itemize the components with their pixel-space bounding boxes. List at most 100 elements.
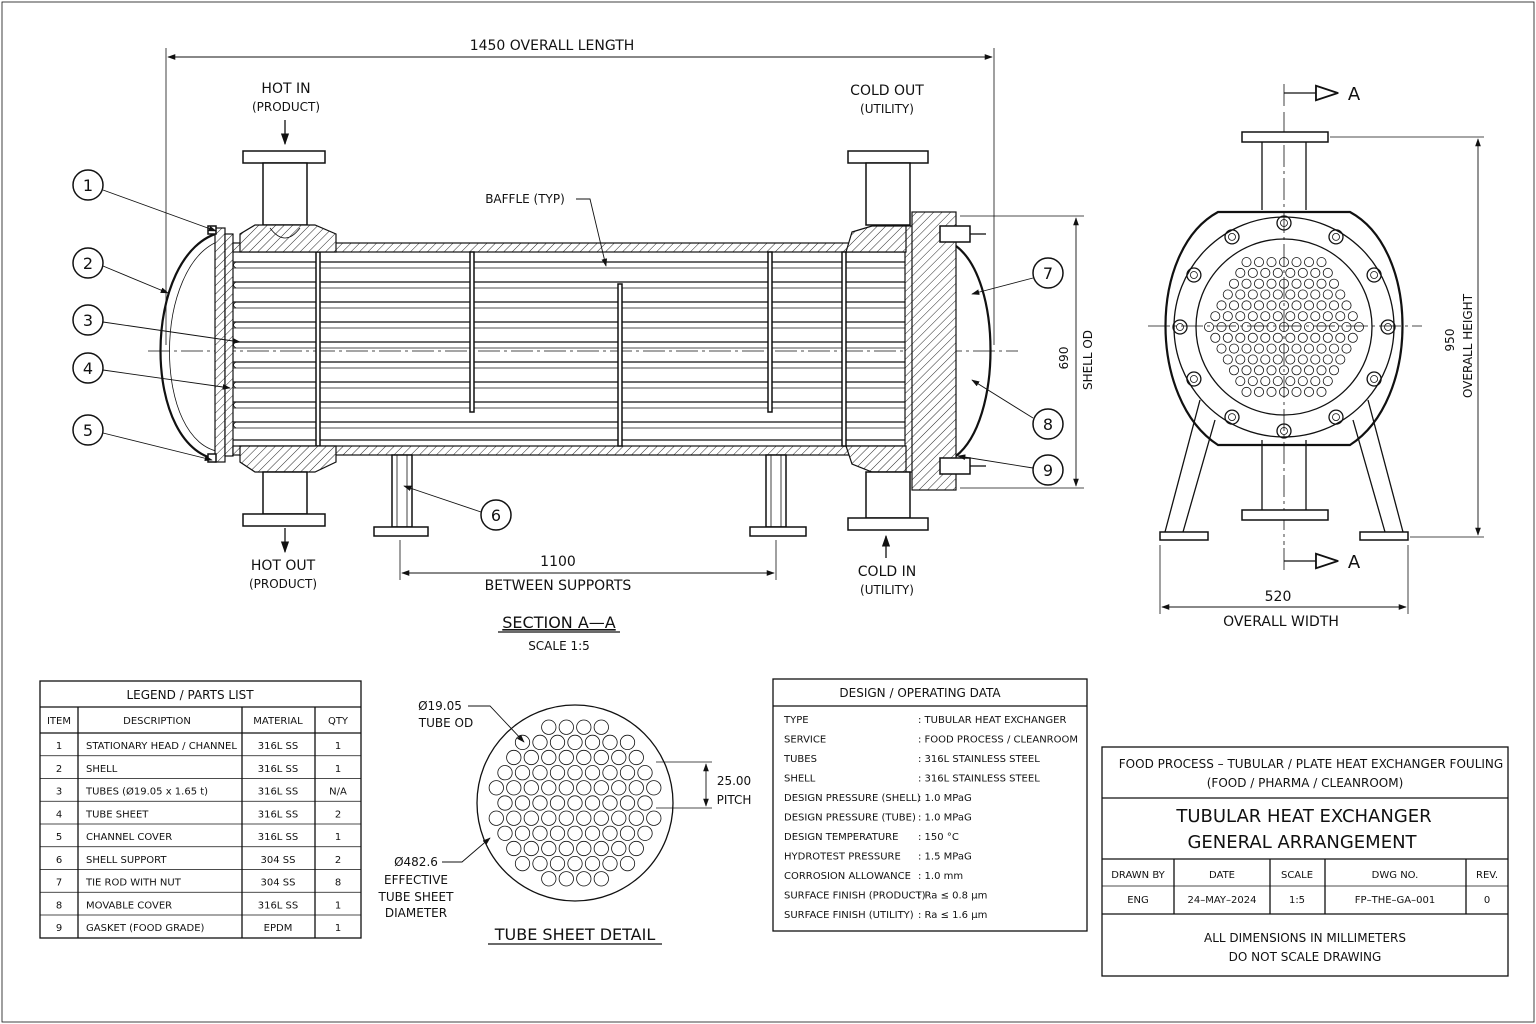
end-tube-sheet-circle: [1195, 238, 1373, 416]
tube-hole: [506, 780, 522, 796]
tube-hole: [1272, 289, 1283, 300]
tube-hole: [549, 765, 566, 781]
hot-in-sub: (PRODUCT): [252, 100, 320, 114]
tube-hole: [1254, 278, 1265, 289]
tube-hole: [1229, 278, 1240, 289]
tube-hole: [1347, 332, 1358, 343]
tube-hole: [1229, 365, 1240, 376]
design-label: SURFACE FINISH (PRODUCT): [784, 891, 926, 902]
tube-hole: [1329, 321, 1340, 332]
tube-hole: [1216, 343, 1227, 354]
bolt-head: [1380, 319, 1396, 335]
tube-od-leader: [468, 705, 525, 743]
end-flange-outline: [1164, 210, 1404, 447]
tube-hole: [1310, 376, 1321, 387]
support-foot-right: [1359, 531, 1409, 541]
head-bolt-bottom: [207, 453, 217, 463]
tube-hole: [1272, 354, 1283, 365]
tube-hole: [1329, 343, 1340, 354]
tube-hole: [1322, 289, 1333, 300]
bolt-head: [1366, 371, 1382, 387]
tube-hole: [1210, 311, 1221, 322]
tube-hole: [1285, 376, 1296, 387]
end-flange-bolts: [1172, 215, 1396, 439]
legend-cell: N/A: [329, 787, 347, 798]
tube-hole: [1260, 267, 1271, 278]
support-leg-left: [1164, 399, 1216, 533]
tube-hole: [514, 734, 531, 751]
design-label: SERVICE: [784, 735, 826, 746]
tube-hole: [1279, 386, 1290, 397]
design-label: SHELL: [784, 774, 816, 785]
tube-hole: [558, 840, 574, 857]
bolt-head: [1224, 409, 1240, 425]
design-value: : 150 °C: [918, 832, 959, 843]
tube-hole: [549, 825, 566, 841]
tube-hole: [1329, 278, 1340, 289]
bolt-core: [1332, 232, 1340, 241]
tube-hole: [1322, 354, 1333, 365]
balloon-leader: [971, 277, 1034, 295]
note-line-2: DO NOT SCALE DRAWING: [1229, 950, 1382, 964]
tube-hole: [1210, 332, 1221, 343]
legend-cell: 316L SS: [258, 832, 299, 843]
tb-header-scale: SCALE: [1281, 870, 1313, 881]
tube-hole: [1216, 321, 1227, 332]
tube-hole: [1241, 343, 1252, 354]
bolt-head: [1328, 229, 1344, 245]
balloon-number: 7: [1043, 264, 1053, 283]
tube-hole: [1304, 278, 1315, 289]
legend-cell: 2: [335, 855, 341, 866]
tube-hole: [611, 780, 627, 796]
tube-hole: [584, 765, 601, 781]
tube-hole: [628, 749, 644, 766]
tube-hole: [1241, 300, 1252, 311]
legend-cell: 316L SS: [258, 741, 299, 752]
tube-hole: [619, 855, 636, 872]
tube-hole: [1316, 300, 1327, 311]
end-nozzle-flange-top: [1241, 131, 1329, 143]
channel-flange-left: [214, 227, 226, 463]
support-leg-right: [1352, 399, 1404, 533]
tube-hole: [514, 855, 531, 872]
tube-hole: [1279, 300, 1290, 311]
tube-hole: [619, 795, 636, 811]
balloon-leader: [102, 432, 213, 461]
design-value: : 1.0 MPaG: [918, 793, 972, 804]
hot-in-flange: [242, 150, 326, 164]
design-value: : 316L STAINLESS STEEL: [918, 774, 1040, 785]
bolt-core: [1370, 271, 1378, 279]
height-value: 950: [1443, 329, 1457, 352]
tb-value-drawn-by: ENG: [1127, 895, 1149, 906]
tube-hole: [1297, 289, 1308, 300]
tube-hole: [567, 795, 583, 811]
tube-hole: [1266, 257, 1277, 268]
legend-cell: CHANNEL COVER: [86, 832, 172, 843]
balloon-number: 3: [83, 311, 93, 330]
tube-hole: [1241, 321, 1252, 332]
legend-cell: 5: [56, 832, 62, 843]
tie-rod-nut-bottom: [939, 457, 971, 475]
tb-header-date: DATE: [1209, 870, 1235, 881]
tube-hole: [1241, 278, 1252, 289]
tube-hole: [1241, 386, 1252, 397]
balloon-number: 4: [83, 359, 93, 378]
balloon-leader: [102, 265, 169, 294]
hot-in-nozzle: [239, 150, 337, 253]
tube-hole: [1291, 321, 1302, 332]
tube-hole: [637, 795, 653, 811]
tube-hole: [1322, 376, 1333, 387]
bolt-core: [1228, 232, 1236, 241]
tube-hole: [1279, 257, 1290, 268]
bolt-core: [1384, 323, 1392, 331]
bolt-head: [1328, 409, 1344, 425]
floating-head-flange: [911, 211, 957, 491]
tube-hole: [1266, 278, 1277, 289]
legend-cell: TUBES (Ø19.05 x 1.65 t): [85, 786, 208, 798]
tube-hole: [1235, 289, 1246, 300]
tube-hole: [549, 795, 566, 811]
diameter-value: Ø482.6: [394, 855, 438, 869]
tube-hole: [1329, 365, 1340, 376]
